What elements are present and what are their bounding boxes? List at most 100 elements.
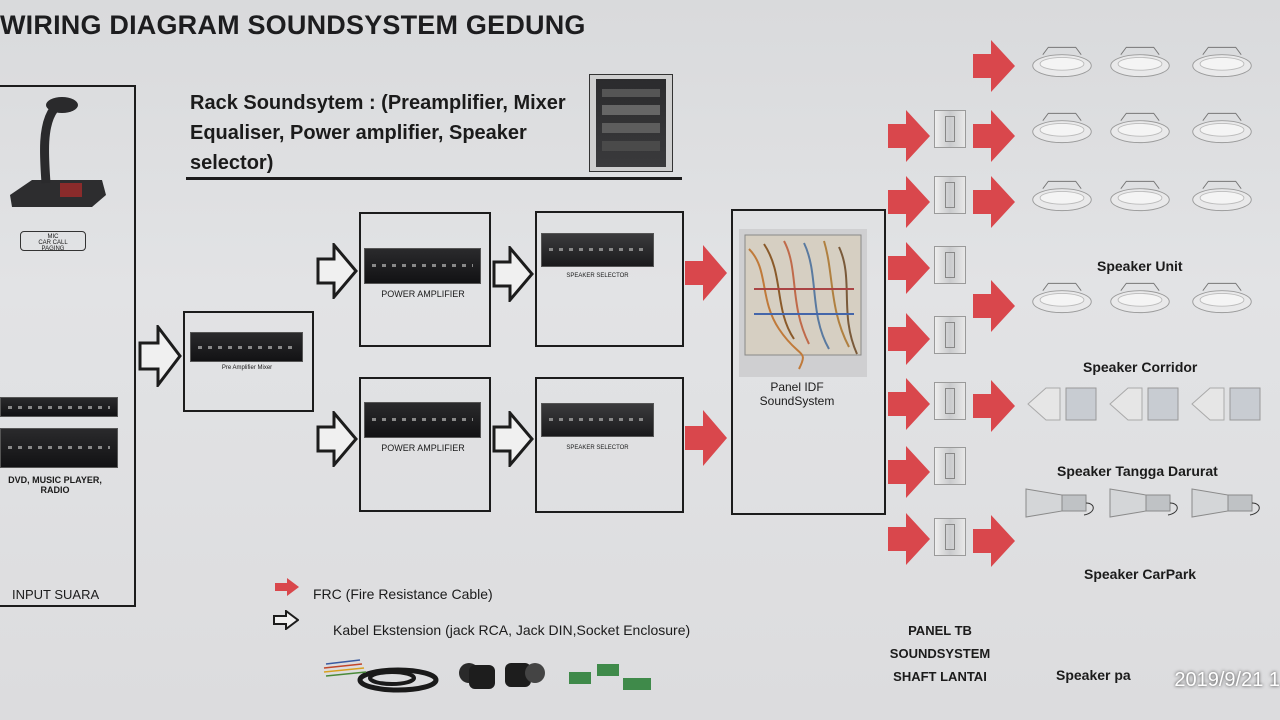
frc-arrow-tb-6 (888, 446, 930, 498)
mic-label-line3: PAGING (41, 246, 65, 252)
panel-idf-label-line2: SoundSystem (759, 394, 835, 408)
preamp-box (183, 311, 314, 412)
frc-arrow-selector-top (685, 245, 727, 301)
power-amp-top-label: POWER AMPLIFIER (381, 289, 465, 299)
speaker-selector-bottom-box (535, 377, 684, 513)
power-amp-bottom-icon (364, 402, 481, 438)
legend-ext-arrow-icon (273, 610, 299, 630)
horn-speaker-icon (1109, 488, 1178, 518)
speaker-selector-top-box (535, 211, 684, 347)
speaker-carpark-label: Speaker CarPark (1084, 566, 1197, 582)
rack-description-line1: Rack Soundsytem : (Preamplifier, Mixer (190, 92, 566, 114)
corridor-speaker-icon (1191, 387, 1261, 421)
photo-timestamp: 2019/9/21 1 (1174, 669, 1280, 691)
player-label-line1: DVD, MUSIC PLAYER, (8, 475, 102, 485)
ceiling-speaker-icon (1110, 46, 1170, 78)
ceiling-speaker-icon (1110, 112, 1170, 144)
panel-tb-icon (934, 316, 966, 354)
panel-tb-label: PANEL TB SOUNDSYSTEM SHAFT LANTAI (885, 619, 995, 688)
panel-idf-label: Panel IDF SoundSystem (742, 380, 852, 408)
speaker-selector-bottom-icon (541, 403, 654, 437)
din-connector-icon (459, 663, 545, 689)
panel-tb-icon (934, 246, 966, 284)
frc-arrow-tb-7 (888, 513, 930, 565)
power-amp-bottom-label: POWER AMPLIFIER (381, 443, 465, 453)
rack-description-line3: selector) (190, 152, 274, 174)
frc-arrow-spk-6 (973, 515, 1015, 567)
ceiling-speaker-icon (1110, 180, 1170, 212)
ceiling-speaker-icon (1110, 282, 1170, 314)
ext-arrow-input (138, 325, 182, 387)
speaker-corridor-label: Speaker Corridor (1083, 359, 1198, 375)
frc-arrow-tb-3 (888, 242, 930, 294)
rack-underline (186, 177, 682, 180)
mic-label-line2: CAR CALL (38, 240, 68, 246)
panel-tb-label-line3: SHAFT LANTAI (893, 669, 987, 684)
radio-player-icon (0, 428, 118, 468)
frc-arrow-spk-1 (973, 40, 1015, 92)
speaker-selector-top-label: SPEAKER SELECTOR (566, 273, 629, 279)
speaker-parking-label: Speaker pa (1056, 667, 1131, 683)
speaker-selector-top-icon (541, 233, 654, 267)
ceiling-speaker-icon (1032, 282, 1092, 314)
mic-label-line1: MIC (47, 234, 59, 240)
frc-arrow-tb-4 (888, 313, 930, 365)
ceiling-speaker-icon (1192, 46, 1252, 78)
panel-idf-box (731, 209, 886, 515)
dvd-player-icon (0, 397, 118, 417)
frc-arrow-selector-bottom (685, 410, 727, 466)
ceiling-speaker-icon (1032, 46, 1092, 78)
horn-speaker-icon (1025, 488, 1094, 518)
input-section-label: INPUT SUARA (12, 587, 100, 602)
rack-description: Rack Soundsytem : (Preamplifier, Mixer E… (190, 88, 590, 178)
frc-arrow-spk-2 (973, 110, 1015, 162)
frc-arrow-spk-4 (973, 280, 1015, 332)
ceiling-speaker-icon (1032, 180, 1092, 212)
panel-tb-icon (934, 447, 966, 485)
frc-arrow-spk-5 (973, 380, 1015, 432)
power-amp-bottom-box (359, 377, 491, 512)
ext-arrow-pa-top (316, 243, 358, 299)
ext-arrow-pa-bottom (316, 411, 358, 467)
frc-arrow-tb-1 (888, 110, 930, 162)
preamp-device-icon (190, 332, 303, 362)
legend-ext-text: Kabel Ekstension (jack RCA, Jack DIN,Soc… (333, 622, 691, 638)
power-amp-top-icon (364, 248, 481, 284)
ceiling-speaker-icon (1032, 112, 1092, 144)
terminal-block-icon (569, 664, 651, 690)
preamp-label: Pre Amplifier Mixer (221, 365, 273, 371)
ceiling-speaker-icon (1192, 112, 1252, 144)
rack-description-line2: Equaliser, Power amplifier, Speaker (190, 122, 527, 144)
legend-frc-text: FRC (Fire Resistance Cable) (313, 586, 493, 602)
panel-tb-icon (934, 110, 966, 148)
ext-arrow-sel-top (492, 246, 534, 302)
microphone-icon (10, 97, 106, 207)
frc-arrow-spk-3 (973, 176, 1015, 228)
speaker-selector-bottom-label: SPEAKER SELECTOR (566, 445, 629, 451)
panel-tb-label-line2: SOUNDSYSTEM (889, 646, 991, 661)
speaker-stairs-label: Speaker Tangga Darurat (1057, 463, 1218, 479)
panel-tb-label-line1: PANEL TB (908, 623, 972, 638)
rack-photo (589, 74, 673, 172)
ceiling-speaker-icon (1192, 180, 1252, 212)
panel-tb-icon (934, 176, 966, 214)
player-label-line2: RADIO (40, 485, 70, 495)
legend-frc-arrow-icon (275, 578, 299, 596)
corridor-speaker-icon (1027, 387, 1097, 421)
panel-idf-photo (739, 229, 867, 377)
frc-arrow-tb-2 (888, 176, 930, 228)
corridor-speaker-icon (1109, 387, 1179, 421)
panel-tb-icon (934, 518, 966, 556)
frc-arrow-tb-5 (888, 378, 930, 430)
cable-coil-icon (323, 659, 439, 693)
input-panel (0, 85, 136, 607)
mic-label: MIC CAR CALL PAGING (20, 231, 86, 252)
panel-tb-icon (934, 382, 966, 420)
ceiling-speaker-icon (1192, 282, 1252, 314)
horn-speaker-icon (1191, 488, 1260, 518)
ext-arrow-sel-bottom (492, 411, 534, 467)
panel-idf-label-line1: Panel IDF (770, 380, 824, 394)
power-amp-top-box (359, 212, 491, 347)
speaker-unit-label: Speaker Unit (1097, 258, 1183, 274)
player-label: DVD, MUSIC PLAYER, RADIO (2, 475, 108, 495)
